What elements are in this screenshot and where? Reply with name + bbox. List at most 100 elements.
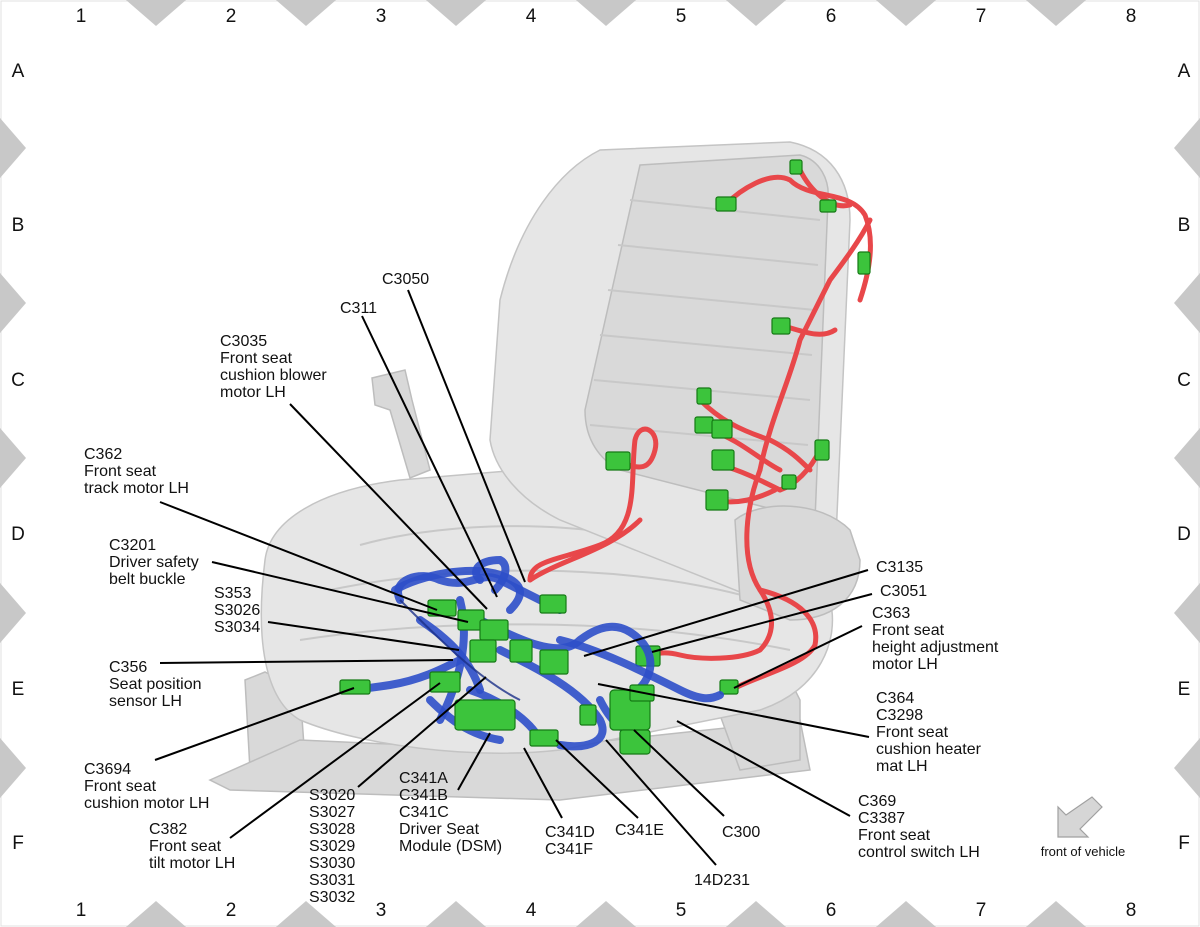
grid-marker-triangle — [576, 901, 636, 927]
belt-buckle-shape — [371, 369, 431, 480]
harness-wire-blue — [391, 566, 524, 614]
cushion-seam — [329, 569, 761, 601]
grid-marker-triangle — [126, 0, 186, 26]
grid-column-label: 3 — [376, 900, 387, 921]
callout-c341d: C341D C341F — [545, 824, 599, 858]
harness-wire-blue — [472, 555, 510, 594]
grid-marker-triangle — [1026, 0, 1086, 26]
connector — [529, 729, 559, 747]
front-of-vehicle-label: front of vehicle — [1041, 844, 1126, 859]
grid-row-label: D — [11, 524, 25, 545]
harness-wire-red — [732, 587, 819, 691]
grid-row-label: C — [1177, 370, 1191, 391]
callout-c356: C356 Seat position sensor LH — [109, 659, 206, 710]
callout-c3135: C3135 — [876, 559, 923, 576]
connector — [454, 699, 516, 731]
grid-column-label: 2 — [226, 6, 237, 27]
grid-column-label: 7 — [976, 900, 987, 921]
harness-wire-red — [797, 167, 853, 209]
grid-row-label: D — [1177, 524, 1191, 545]
leader-line-c3035 — [289, 403, 488, 610]
grid-markers-bottom — [126, 901, 1086, 927]
connector — [469, 639, 497, 663]
connector — [705, 489, 729, 511]
leader-line-c363 — [733, 625, 863, 689]
grid-marker-triangle — [876, 0, 936, 26]
grid-column-label: 8 — [1126, 900, 1137, 921]
leader-line-c3050 — [407, 289, 526, 583]
callout-c362: C362 Front seat track motor LH — [84, 446, 189, 497]
grid-column-label: 8 — [1126, 6, 1137, 27]
callout-c311: C311 — [340, 300, 377, 317]
grid-marker-triangle — [576, 0, 636, 26]
connector — [711, 449, 735, 471]
callout-c382: C382 Front seat tilt motor LH — [149, 821, 235, 872]
connector — [429, 671, 461, 693]
callout-14d231: 14D231 — [694, 872, 750, 889]
grid-column-label: 5 — [676, 6, 687, 27]
callout-s353: S353 S3026 S3034 — [214, 585, 265, 636]
grid-marker-triangle — [0, 428, 26, 488]
connector — [715, 196, 737, 212]
grid-column-label: 5 — [676, 900, 687, 921]
callout-c3050: C3050 — [382, 271, 429, 288]
leader-line-s3020 — [357, 676, 487, 788]
leader-line-c341e — [555, 739, 639, 819]
connector — [694, 416, 714, 434]
backrest-seam — [617, 244, 819, 266]
harness-wire-red — [757, 217, 873, 473]
grid-markers-left — [0, 118, 26, 798]
grid-column-label: 4 — [526, 900, 537, 921]
grid-row-label: A — [12, 61, 25, 82]
callout-c3694: C3694 Front seat cushion motor LH — [84, 761, 209, 812]
grid-column-label: 4 — [526, 6, 537, 27]
connector — [814, 439, 830, 461]
leader-line-c369 — [676, 720, 851, 817]
grid-row-label: B — [1178, 215, 1191, 236]
grid-row-label: E — [12, 679, 25, 700]
connector — [789, 159, 803, 175]
leader-line-c3201 — [211, 561, 469, 623]
connector — [479, 619, 509, 641]
grid-marker-triangle — [1026, 901, 1086, 927]
connector — [509, 639, 533, 663]
grid-column-label: 7 — [976, 6, 987, 27]
harness-wire-red — [527, 426, 659, 583]
callout-c369: C369 C3387 Front seat control switch LH — [858, 793, 980, 861]
leader-line-c382 — [229, 682, 441, 839]
grid-marker-triangle — [0, 273, 26, 333]
grid-marker-triangle — [726, 901, 786, 927]
grid-marker-triangle — [1174, 583, 1200, 643]
grid-column-label: 6 — [826, 6, 837, 27]
grid-column-label: 1 — [76, 900, 87, 921]
grid-row-label: F — [1178, 833, 1190, 854]
grid-column-label: 2 — [226, 900, 237, 921]
grid-row-label: A — [1178, 61, 1191, 82]
grid-marker-triangle — [0, 118, 26, 178]
callout-s3020: S3020 S3027 S3028 S3029 S3030 S3031 S303… — [309, 787, 360, 906]
grid-marker-triangle — [1174, 428, 1200, 488]
leader-line-c3051 — [651, 593, 873, 653]
front-arrow-icon — [1057, 796, 1103, 838]
grid-row-label: C — [11, 370, 25, 391]
grid-markers-right — [1174, 118, 1200, 798]
grid-marker-triangle — [426, 0, 486, 26]
front-of-vehicle-indicator: front of vehicle — [1041, 796, 1126, 859]
grid-marker-triangle — [1174, 738, 1200, 798]
connector — [696, 387, 712, 405]
harness-wire-blue-detail — [399, 599, 521, 701]
callout-c364: C364 C3298 Front seat cushion heater mat… — [876, 690, 985, 775]
seat-base — [208, 719, 811, 801]
leader-line-14d231 — [605, 739, 717, 866]
backrest-seam — [599, 334, 813, 356]
grid-marker-triangle — [426, 901, 486, 927]
grid-marker-triangle — [726, 0, 786, 26]
leader-line-c362 — [159, 501, 438, 611]
callout-c3035: C3035 Front seat cushion blower motor LH — [220, 333, 331, 401]
connector — [539, 649, 569, 675]
grid-row-label: F — [12, 833, 24, 854]
leader-line-c364 — [597, 683, 870, 738]
grid-column-label: 1 — [76, 6, 87, 27]
connector — [539, 594, 567, 614]
